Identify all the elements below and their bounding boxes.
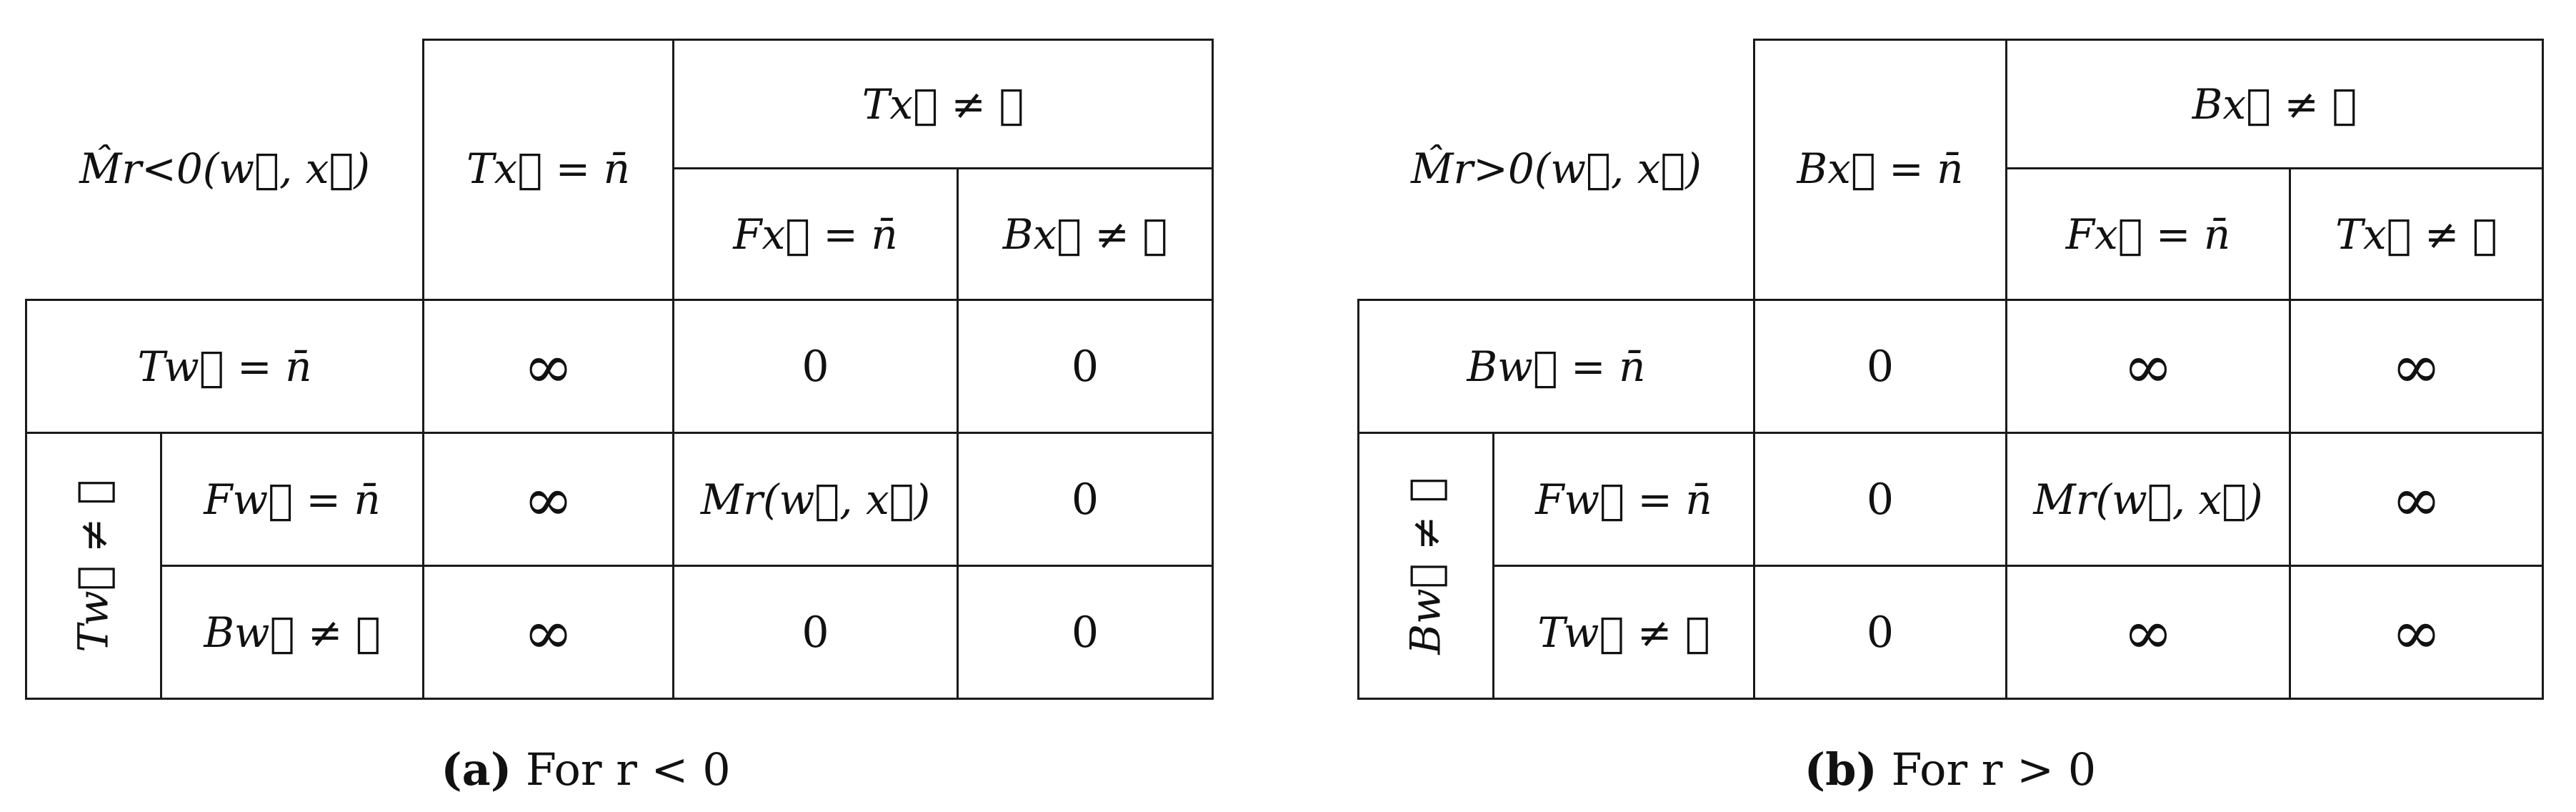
table-b-cell: 0 [1866, 341, 1894, 392]
table-a-cell: 0 [1071, 607, 1099, 658]
table-a-cell: ∞ [523, 597, 574, 668]
table-a-cell: 0 [1071, 474, 1099, 525]
table-b-cell: ∞ [2391, 464, 2442, 535]
caption-a-letter: (a) [441, 743, 512, 796]
caption-a: (a) For r < 0 [371, 743, 800, 796]
table-b-cell: ∞ [2123, 597, 2173, 668]
table-a-row-subheader: Bw⃗ ≠ ∅ [204, 608, 381, 657]
table-b-col-subheader: Fx⃗ = n̄ [2065, 209, 2231, 259]
table-b-row-subheader: Tw⃗ ≠ ∅ [1537, 608, 1710, 657]
caption-b-text: For r > 0 [1891, 743, 2097, 796]
table-b-cell: ∞ [2391, 597, 2442, 668]
table-b-cell: 0 [1866, 607, 1894, 658]
table-b-cell: ∞ [2123, 331, 2173, 402]
table-a-col-header: Tx⃗ = n̄ [466, 144, 631, 193]
table-a-corner-label: M̂r<0(w⃗, x⃗) [79, 144, 370, 193]
table-a-cell: 0 [1071, 341, 1099, 392]
table-b-cell: ∞ [2391, 331, 2442, 402]
table-a-col-subheader: Bx⃗ ≠ ∅ [1002, 209, 1168, 259]
table-a-cell: ∞ [523, 331, 574, 402]
table-b-row-group-header: Bw⃗ ≠ ∅ [1402, 477, 1451, 655]
table-a-cell: 0 [802, 341, 829, 392]
table-a-row-subheader: Fw⃗ = n̄ [204, 475, 381, 524]
table-b-cell: 0 [1866, 474, 1894, 525]
table-a-row-group-header: Tw⃗ ≠ ∅ [69, 479, 119, 653]
table-a-col-subheader: Fx⃗ = n̄ [733, 209, 898, 259]
table-a-col-group-header: Tx⃗ ≠ ∅ [862, 79, 1024, 129]
table-a-row-header: Tw⃗ = n̄ [137, 342, 312, 391]
table-b-col-group-header: Bx⃗ ≠ ∅ [2192, 79, 2357, 129]
table-a-cell: ∞ [523, 464, 574, 535]
caption-b: (b) For r > 0 [1736, 743, 2165, 796]
table-b-col-subheader: Tx⃗ ≠ ∅ [2335, 209, 2497, 259]
table-a-cell: 0 [802, 607, 829, 658]
table-b-row-header: Bw⃗ = n̄ [1467, 342, 1646, 391]
caption-a-text: For r < 0 [525, 743, 731, 796]
table-b-corner-label: M̂r>0(w⃗, x⃗) [1411, 144, 1702, 193]
table-b-row-subheader: Fw⃗ = n̄ [1535, 475, 1712, 524]
table-b-cell: Mr(w⃗, x⃗) [2033, 475, 2263, 524]
caption-b-letter: (b) [1804, 743, 1877, 796]
table-a-cell: Mr(w⃗, x⃗) [700, 475, 931, 524]
table-b-col-header: Bx⃗ = n̄ [1797, 144, 1964, 193]
